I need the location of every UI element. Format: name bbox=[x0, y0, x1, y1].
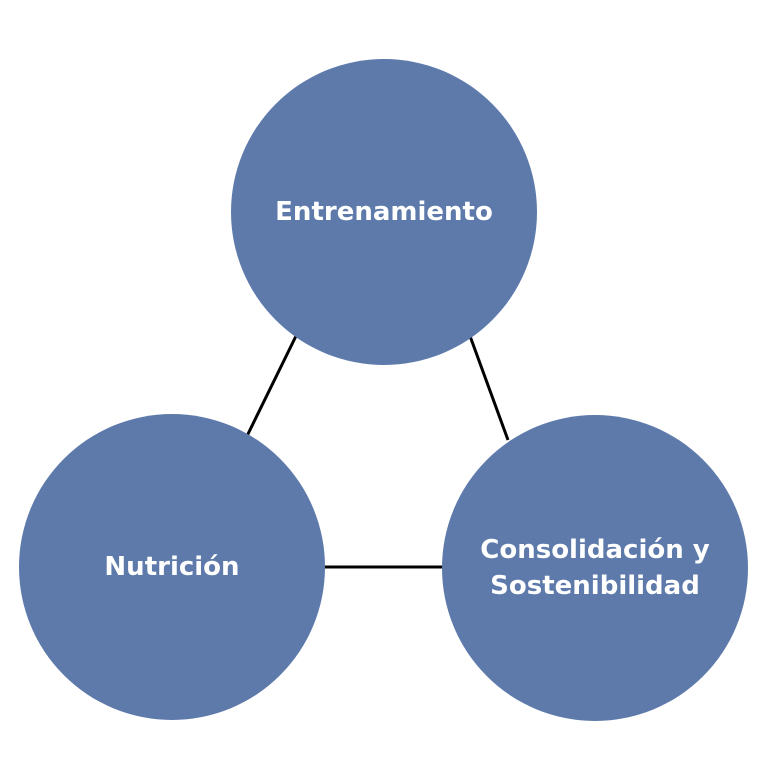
node-label-consolidacion-sostenibilidad: Consolidación y Sostenibilidad bbox=[480, 535, 710, 601]
connector-top-left bbox=[245, 335, 298, 437]
node-label-nutricion: Nutrición bbox=[104, 552, 240, 582]
node-nutricion: Nutrición bbox=[19, 414, 325, 720]
node-consolidacion-sostenibilidad: Consolidación y Sostenibilidad bbox=[442, 415, 748, 721]
node-entrenamiento: Entrenamiento bbox=[231, 59, 537, 365]
node-label-entrenamiento: Entrenamiento bbox=[275, 197, 493, 227]
connector-top-right bbox=[468, 335, 510, 441]
